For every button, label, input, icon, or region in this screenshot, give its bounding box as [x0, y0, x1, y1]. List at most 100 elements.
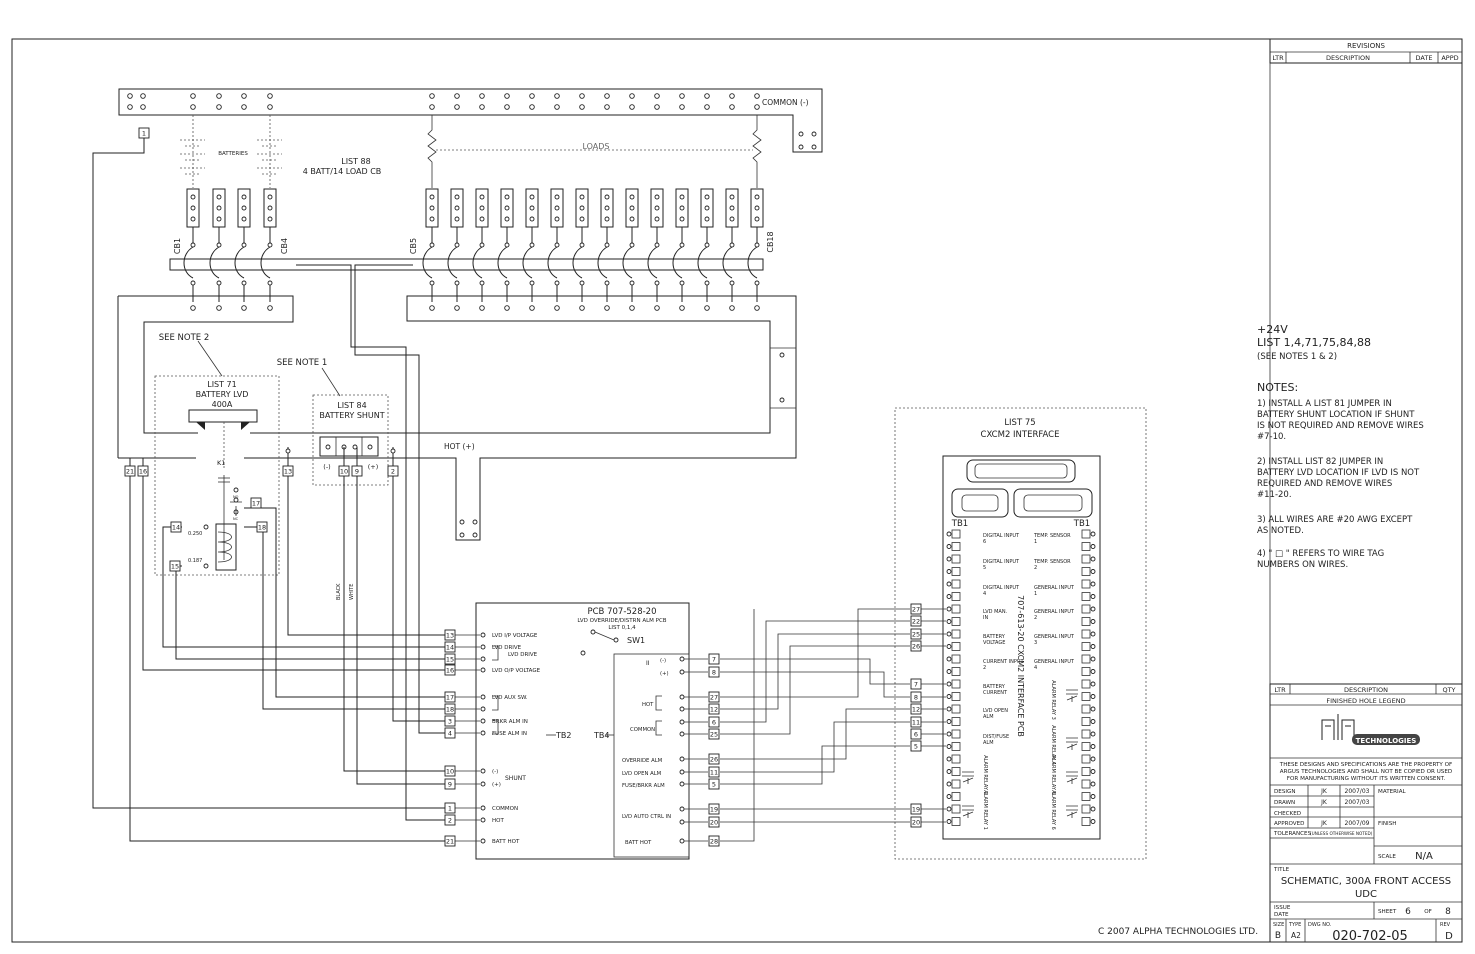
breaker-terminal — [704, 216, 710, 222]
tb4-terminal — [679, 769, 685, 775]
tb1-right-terminal — [1090, 706, 1096, 712]
tb2-wire-tag-label: 4 — [448, 730, 452, 738]
r2-label: 0.187 — [188, 558, 202, 564]
tb4-wire-tag-label: 7 — [712, 656, 716, 664]
bus-hole — [429, 104, 435, 110]
tb1-right-terminal — [1090, 781, 1096, 787]
tb2-wire-tag — [444, 802, 456, 814]
relay-label: ALARM RELAY 2 — [982, 755, 988, 795]
tb2-wire-tag — [444, 765, 456, 777]
legend-col-ltr: LTR — [1274, 686, 1286, 694]
tb1-right-cell — [1081, 604, 1091, 614]
breaker-terminal — [579, 205, 585, 211]
tb1-left-terminal — [946, 731, 952, 737]
tb1-left-cell — [951, 729, 961, 739]
hot-bus-hole — [654, 305, 660, 311]
tb1-left-terminal — [946, 606, 952, 612]
breaker-terminal — [654, 205, 660, 211]
breaker-terminal — [754, 194, 760, 200]
note-2-line-3: REQUIRED AND REMOVE WIRES — [1257, 479, 1392, 489]
dwg-label: DWG NO. — [1308, 922, 1332, 928]
cxcm-wire-tag — [910, 615, 922, 627]
breaker-contact — [241, 280, 247, 286]
tb4-wire-tag-label: 20 — [710, 819, 718, 827]
tb4-wire-tag — [708, 803, 720, 815]
tb4-wire-tag-label: 5 — [712, 781, 716, 789]
tb1-left-cell — [951, 767, 961, 776]
relay-contact-icon — [1066, 771, 1078, 784]
tb1-left-terminal — [946, 794, 952, 799]
tb1-right-cell — [1081, 754, 1091, 764]
breaker-arc — [183, 246, 194, 279]
drawn-by: JK — [1320, 799, 1328, 806]
tb4-wire-tag-label: 6 — [712, 719, 716, 727]
tb1-left-cell — [951, 779, 961, 789]
alpha-logo: TECHNOLOGIES — [1321, 714, 1420, 745]
wire-tag — [338, 465, 350, 477]
tb1-left-cell — [951, 592, 961, 601]
legend-col-qty: QTY — [1442, 686, 1455, 694]
breaker-contact — [216, 280, 222, 286]
tb1-left-terminal — [946, 631, 952, 637]
breaker-contact — [479, 242, 485, 248]
tb1-left-cell — [951, 804, 961, 814]
breaker-terminal — [629, 205, 635, 211]
breaker-terminal — [190, 194, 196, 200]
proprietary-line-1: THESE DESIGNS AND SPECIFICATIONS ARE THE… — [1279, 762, 1452, 768]
wire-tag-label: 15 — [171, 563, 179, 571]
tb4-terminal — [679, 669, 685, 675]
tb4-bracket — [655, 720, 662, 736]
tb2-row-label: HOT — [492, 818, 504, 824]
tb1-right-cell — [1081, 817, 1091, 826]
tb4-wire-tag-label: 25 — [710, 731, 718, 739]
title-label: TITLE — [1273, 867, 1290, 873]
tb1-left-terminal — [946, 594, 952, 599]
note-2-line-1: 2) INSTALL LIST 82 JUMPER IN — [1257, 457, 1383, 467]
list71-line-1: LIST 71 — [207, 380, 237, 389]
breaker-terminal — [429, 194, 435, 200]
approved-label: APPROVED — [1274, 821, 1304, 827]
tb1-right-cell — [1081, 742, 1091, 751]
bus-hole — [267, 93, 273, 99]
cxcm-wire-tag — [910, 678, 922, 690]
breaker-terminal — [429, 216, 435, 222]
wire-tag — [169, 560, 181, 572]
breaker-contact — [654, 280, 660, 286]
bus-hole — [811, 144, 817, 150]
db15-connector — [1013, 488, 1093, 518]
tb2-wire-tag-label: 14 — [446, 644, 454, 652]
tb1-left-terminal — [946, 756, 952, 762]
tb1-left-terminal — [946, 644, 952, 649]
tb1-left-cell — [951, 567, 961, 576]
breaker-contact — [629, 242, 635, 248]
breaker-terminal — [454, 205, 460, 211]
tb1-left-terminal — [946, 819, 952, 824]
tb1-left-cell — [951, 817, 961, 826]
breaker-terminal — [654, 194, 660, 200]
tb1-right-cell — [1081, 679, 1091, 689]
cxcm-right-label: TEMP. SENSOR — [1033, 533, 1071, 539]
breaker-contact — [604, 280, 610, 286]
bus-hole — [190, 93, 196, 99]
hot-bus-hole — [429, 305, 435, 311]
breaker-contact — [604, 242, 610, 248]
tb1-right-terminal — [1090, 594, 1096, 599]
breaker-terminal — [704, 205, 710, 211]
breaker-arc — [572, 246, 583, 279]
cxcm-wire-tag — [910, 628, 922, 640]
tb4-terminal — [679, 756, 685, 762]
cxcm-left-label: BATTERY — [983, 634, 1006, 640]
breaker-arc — [722, 246, 733, 279]
breaker-arc — [522, 246, 533, 279]
hot-bus-hole — [554, 305, 560, 311]
tb1-left-cell — [951, 792, 961, 801]
breaker-terminal — [216, 205, 222, 211]
note-4-line-1: 4) " □ " REFERS TO WIRE TAG — [1257, 549, 1384, 559]
cxcm-right-label: TEMP. SENSOR — [1033, 559, 1071, 565]
cb18-label: CB18 — [766, 231, 775, 252]
loads-symbol: LOADS — [427, 115, 762, 188]
wire-tag-label: 1 — [142, 130, 146, 138]
tb2-wire-tag — [444, 835, 456, 847]
relay-contact-icon — [962, 805, 974, 818]
cxcm-wire-tag-label: 5 — [914, 743, 918, 751]
